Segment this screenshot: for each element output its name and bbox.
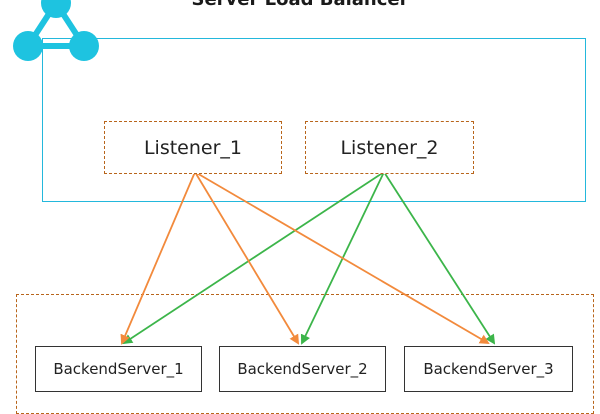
network-node-icon: [13, 0, 99, 61]
listener-2-label: Listener_2: [340, 136, 439, 159]
diagram-title: Server Load Balancer: [120, 0, 480, 10]
arrow-listener1-server3: [194, 171, 490, 345]
backend-server-2-label: BackendServer_2: [237, 360, 368, 378]
server-load-balancer-box: [42, 38, 586, 202]
load-balancer-diagram: Server Load Balancer Listene: [13, 0, 594, 414]
arrow-listener2-server3: [383, 171, 496, 345]
listener-1-box: Listener_1: [104, 121, 282, 174]
arrow-listener2-server1: [122, 171, 385, 345]
backend-server-1-label: BackendServer_1: [53, 360, 184, 378]
listener-1-label: Listener_1: [143, 136, 243, 159]
backend-server-1-box: BackendServer_1: [35, 346, 202, 392]
backend-server-2-box: BackendServer_2: [219, 346, 386, 392]
backend-server-3-label: BackendServer_3: [423, 360, 554, 378]
backend-server-3-box: BackendServer_3: [404, 346, 573, 392]
listener-2-box: Listener_2: [305, 121, 474, 174]
arrow-listener1-server1: [120, 171, 196, 345]
connection-arrows: [120, 171, 496, 345]
arrow-listener1-server2: [194, 171, 300, 345]
